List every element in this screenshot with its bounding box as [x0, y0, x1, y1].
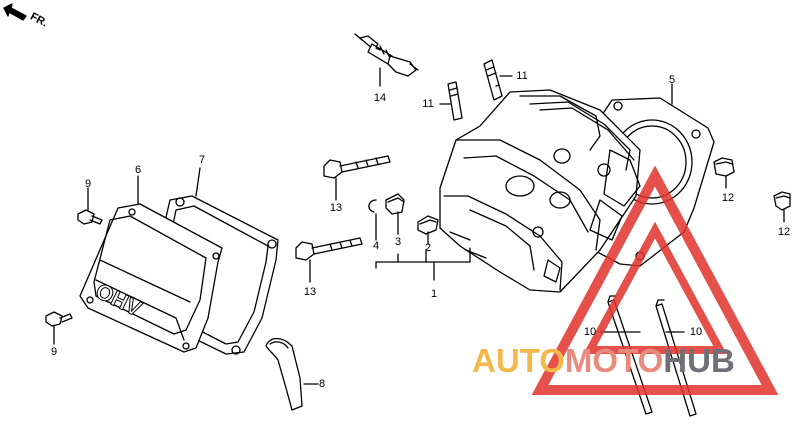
part-label-2: 2	[424, 242, 432, 254]
dowel-pin-right	[773, 191, 791, 211]
part-label-10-left: 10	[583, 326, 597, 338]
dowel-pin-left	[713, 157, 735, 177]
watermark-auto: AUTO	[472, 342, 565, 379]
part-label-3: 3	[394, 236, 402, 248]
front-direction-arrow-icon	[3, 3, 27, 21]
valve-guide-cap	[417, 215, 439, 235]
head-cover	[79, 203, 223, 353]
part-label-11-upper: 11	[516, 70, 528, 82]
part-label-1: 1	[430, 288, 438, 300]
part-label-12-right: 12	[777, 226, 791, 238]
part-label-9-lower: 9	[50, 346, 58, 358]
part-label-9-upper: 9	[84, 178, 92, 190]
part-label-6: 6	[134, 164, 142, 176]
watermark-text: AUTOMOTOHUB	[472, 342, 735, 380]
part-label-12-left: 12	[721, 192, 735, 204]
part-label-8: 8	[318, 378, 326, 390]
cover-screw-lower	[45, 311, 73, 327]
valve-seal	[385, 193, 405, 215]
part-label-14: 14	[373, 92, 387, 104]
part-label-7: 7	[198, 154, 206, 166]
head-bolt-lower	[295, 237, 363, 261]
part-label-4: 4	[372, 240, 380, 252]
part-label-5: 5	[668, 74, 676, 86]
watermark-hub: HUB	[663, 342, 735, 379]
watermark-logo-icon	[531, 165, 779, 395]
spark-plug	[354, 33, 419, 77]
group-bracket	[375, 247, 471, 281]
valve-retainer-clip	[368, 199, 377, 213]
watermark-moto: MOTO	[564, 342, 664, 379]
part-label-10-right: 10	[689, 326, 703, 338]
part-label-11-lower: 11	[422, 98, 434, 110]
part-label-13-lower: 13	[303, 286, 317, 298]
stud-bolt-lower	[447, 81, 463, 121]
stud-bolt-upper	[483, 59, 503, 101]
breather-tube	[265, 337, 303, 411]
part-label-13-upper: 13	[329, 202, 343, 214]
cylinder-head	[439, 89, 641, 293]
cover-screw-upper	[77, 209, 103, 225]
head-bolt-upper	[323, 155, 391, 179]
